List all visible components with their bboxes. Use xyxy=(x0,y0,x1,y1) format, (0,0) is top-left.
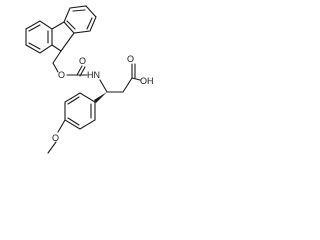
aromatic-inner-bond xyxy=(67,96,80,105)
atom-nh: HN xyxy=(87,70,100,80)
o-methyl-bond xyxy=(47,141,57,154)
atom-o-methoxy: O xyxy=(52,133,59,143)
atom-oh: OH xyxy=(140,76,154,86)
n-stereocenter-bond xyxy=(99,79,108,93)
fluorene-c9-bond xyxy=(51,44,62,52)
aromatic-inner-bond xyxy=(86,17,93,30)
aromatic-inner-bond xyxy=(67,117,80,126)
atom-o-ester: O xyxy=(58,70,65,80)
amino-acid-chain xyxy=(94,63,141,103)
fluorene-c9-bond xyxy=(60,32,75,52)
carbonyl-double-bond xyxy=(76,65,83,76)
stereo-wedge-bond xyxy=(94,92,107,103)
atom-labels: O O HN O OH O xyxy=(52,54,154,143)
aryl-o-bond xyxy=(57,119,66,133)
acid-oh-bond xyxy=(131,77,141,81)
c9-ch2-bond xyxy=(52,50,62,64)
atom-o-carbonyl: O xyxy=(79,56,86,66)
ch2-acid-bond xyxy=(122,77,133,93)
fluorenyl-group xyxy=(25,5,97,54)
fmoc-linker xyxy=(52,50,88,77)
molecule-structure: O O HN O OH O xyxy=(25,5,154,154)
aromatic-inner-bond xyxy=(28,24,41,32)
atom-o-acid: O xyxy=(127,54,134,64)
aromatic-inner-bond xyxy=(66,20,76,30)
ch2-o-bond xyxy=(52,62,59,73)
fluorene-bridge-bond xyxy=(51,21,65,30)
aromatic-inner-bond xyxy=(72,9,86,12)
methoxyphenyl-group xyxy=(47,92,96,154)
aromatic-inner-bond xyxy=(28,42,41,50)
